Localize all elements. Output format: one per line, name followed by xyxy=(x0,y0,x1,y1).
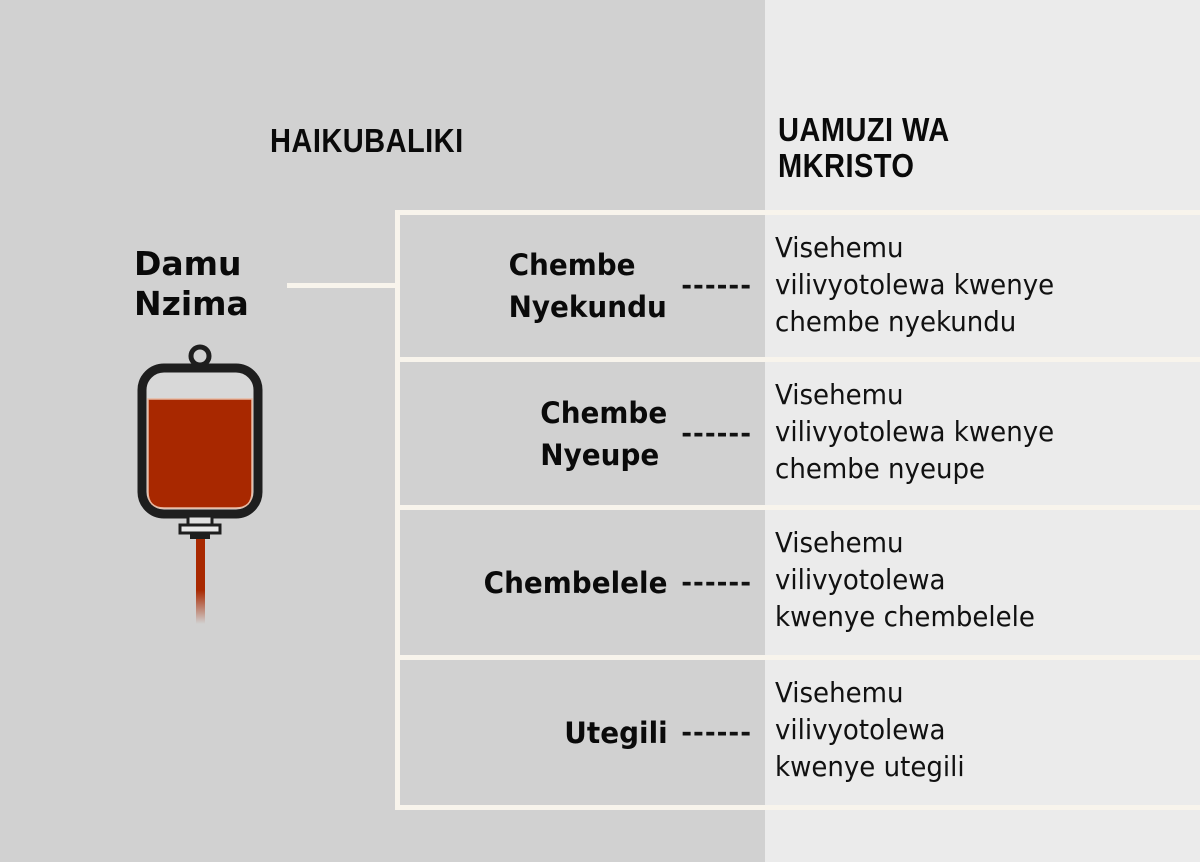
row-divider xyxy=(400,505,1200,510)
blood-bag-icon xyxy=(137,344,263,624)
dashed-connector: ------ xyxy=(681,271,752,301)
christian-decision-heading: UAMUZI WA MKRISTO xyxy=(778,111,949,184)
whole-blood-connector xyxy=(287,283,399,288)
component-row-white-cells: Chembe Nyeupe ------ Visehemu vilivyotol… xyxy=(400,362,1200,505)
row-divider xyxy=(400,655,1200,660)
component-name: Chembe Nyeupe xyxy=(540,395,668,472)
fraction-text: Visehemu vilivyotolewa kwenye chembe nye… xyxy=(775,231,1055,338)
component-row-plasma: Utegili ------ Visehemu vilivyotolewa kw… xyxy=(400,660,1200,805)
whole-blood-label: Damu Nzima xyxy=(134,244,249,323)
dashed-connector: ------ xyxy=(681,418,752,449)
dashed-connector: ------ xyxy=(681,567,752,598)
dashed-connector: ------ xyxy=(681,717,752,748)
frame-top-line xyxy=(395,210,1200,215)
fraction-text: Visehemu vilivyotolewa kwenye utegili xyxy=(775,676,965,783)
component-name: Chembelele xyxy=(483,565,668,600)
row-divider xyxy=(400,357,1200,362)
component-row-red-cells: Chembe Nyekundu ------ Visehemu vilivyot… xyxy=(400,215,1200,357)
component-name: Utegili xyxy=(563,715,668,750)
component-name: Chembe Nyekundu xyxy=(509,248,668,324)
fraction-text: Visehemu vilivyotolewa kwenye chembelele xyxy=(775,526,1035,633)
fraction-text: Visehemu vilivyotolewa kwenye chembe nye… xyxy=(775,378,1055,485)
christian-decision-panel xyxy=(765,0,1200,862)
frame-left-line xyxy=(395,210,400,810)
not-acceptable-heading: HAIKUBALIKI xyxy=(270,122,464,159)
frame-bottom-line xyxy=(400,805,1200,810)
component-row-platelets: Chembelele ------ Visehemu vilivyotolewa… xyxy=(400,510,1200,655)
